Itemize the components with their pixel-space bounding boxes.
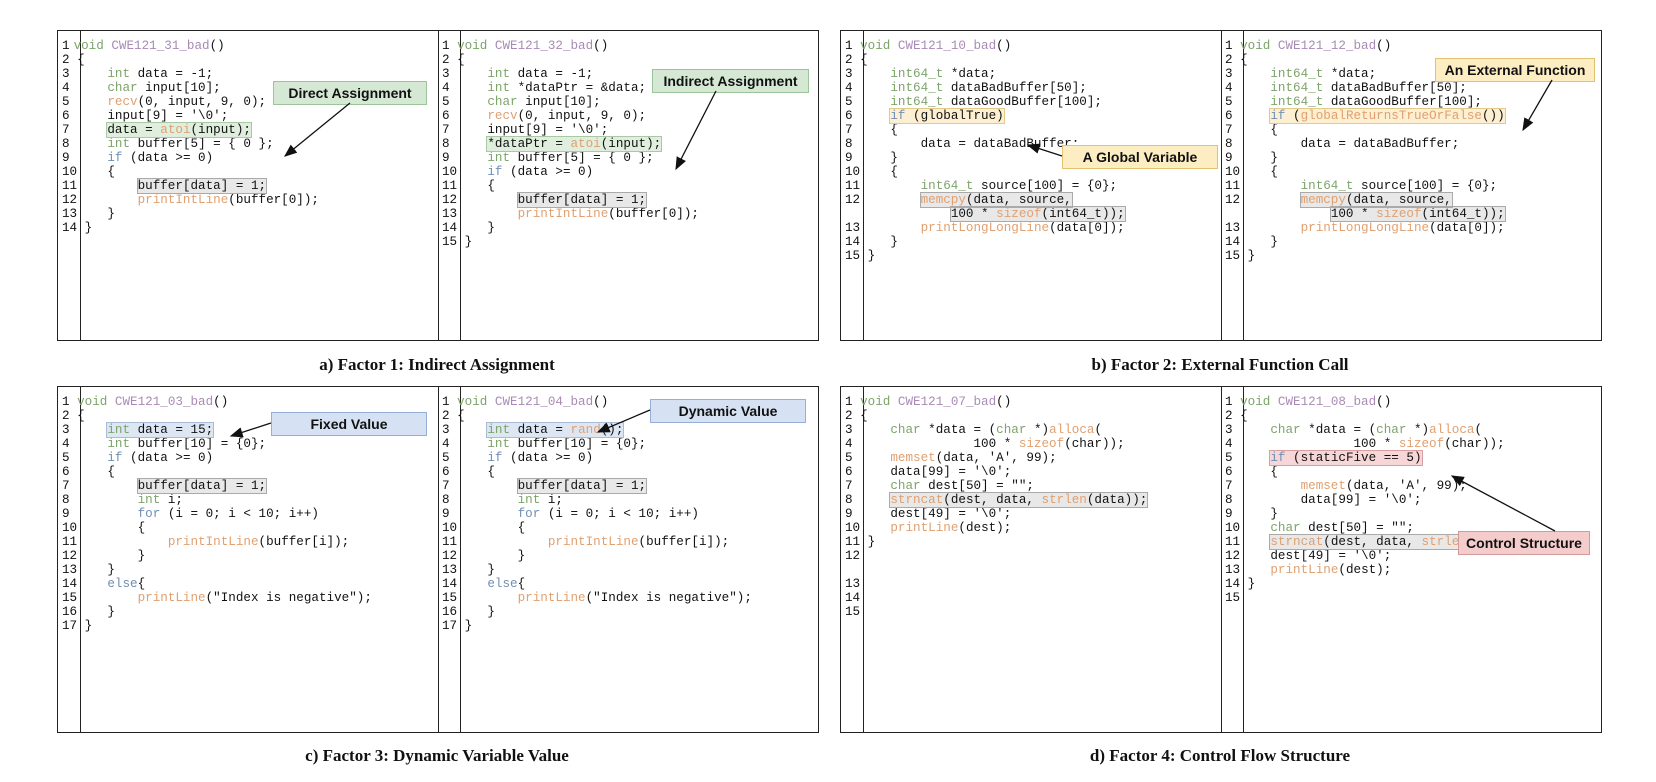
code-cwe121-07: 1 void CWE121_07_bad() 2 { 3 char *data … [845,395,1149,619]
panel-factor-4: 1 void CWE121_07_bad() 2 { 3 char *data … [840,386,1602,733]
line-gutter [841,31,864,340]
arrow-indirect-assignment [675,90,717,171]
callout-control-structure: Control Structure [1458,531,1590,555]
callout-external-function: An External Function [1435,58,1595,82]
panel-factor-3: 1 void CWE121_03_bad() 2 { 3 int data = … [57,386,819,733]
caption-b: b) Factor 2: External Function Call [1091,355,1349,374]
line-gutter [1221,31,1244,340]
code-cwe121-04: 1 void CWE121_04_bad() 2 { 3 int data = … [442,395,752,633]
arrow-direct-assignment [283,102,351,157]
arrow-external-function [1522,79,1553,132]
callout-dynamic-value: Dynamic Value [650,399,806,423]
line-gutter [1221,387,1244,732]
code-cwe121-03: 1 void CWE121_03_bad() 2 { 3 int data = … [62,395,372,633]
arrow-global-variable [1026,143,1063,157]
code-cwe121-10: 1 void CWE121_10_bad() 2 { 3 int64_t *da… [845,39,1126,263]
line-gutter [438,31,461,340]
line-gutter [841,387,864,732]
arrow-fixed-value [229,422,272,438]
callout-direct-assignment: Direct Assignment [273,81,427,105]
callout-indirect-assignment: Indirect Assignment [652,69,809,93]
line-gutter [58,387,81,732]
caption-a: a) Factor 1: Indirect Assignment [319,355,555,374]
arrow-control-structure [1450,475,1556,532]
caption-d: d) Factor 4: Control Flow Structure [1089,746,1351,765]
caption-c: c) Factor 3: Dynamic Variable Value [305,746,569,765]
arrow-dynamic-value [596,409,651,433]
code-cwe121-32: 1 void CWE121_32_bad() 2 { 3 int data = … [442,39,699,249]
line-gutter [438,387,461,732]
code-cwe121-12: 1 void CWE121_12_bad() 2 { 3 int64_t *da… [1225,39,1506,263]
callout-fixed-value: Fixed Value [271,412,427,436]
line-gutter [58,31,81,340]
callout-global-variable: A Global Variable [1062,145,1218,169]
